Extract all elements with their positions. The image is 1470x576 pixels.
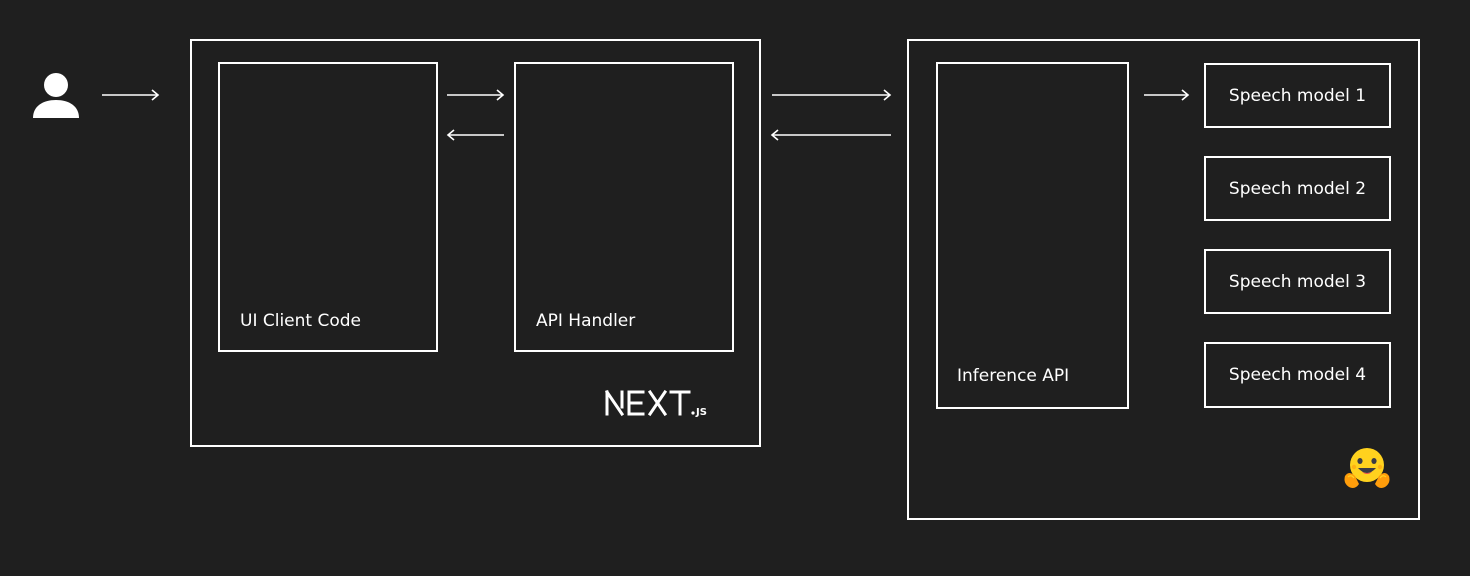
- nextjs-app-container: [190, 39, 761, 447]
- speech-model-box: Speech model 4: [1204, 342, 1391, 408]
- api-handler-box: [514, 62, 734, 352]
- inference-api-label: Inference API: [957, 366, 1070, 386]
- ui-client-code-label: UI Client Code: [240, 311, 362, 331]
- speech-model-label: Speech model 1: [1228, 85, 1367, 106]
- api-handler-label: API Handler: [536, 311, 636, 331]
- arrow-handler-to-client: [446, 129, 504, 141]
- huggingface-logo: [1343, 446, 1391, 490]
- arrow-inference-to-models: [1144, 89, 1190, 101]
- inference-api-box: [936, 62, 1129, 409]
- nextjs-logo: JS: [605, 389, 730, 419]
- speech-model-label: Speech model 4: [1228, 365, 1367, 385]
- speech-model-label: Speech model 2: [1228, 178, 1367, 199]
- ui-client-code-box: [218, 62, 438, 352]
- arrow-hf-to-app: [770, 129, 891, 141]
- speech-model-box: Speech model 2: [1204, 156, 1391, 221]
- arrow-user-to-app: [102, 89, 160, 101]
- huggingface-container: [907, 39, 1420, 520]
- speech-model-box: Speech model 3: [1204, 249, 1391, 314]
- speech-model-label: Speech model 3: [1228, 271, 1367, 292]
- arrow-app-to-hf: [772, 89, 892, 101]
- speech-model-box: Speech model 1: [1204, 63, 1391, 128]
- arrow-client-to-handler: [447, 89, 505, 101]
- svg-text:JS: JS: [695, 407, 707, 418]
- user-icon: [31, 72, 81, 120]
